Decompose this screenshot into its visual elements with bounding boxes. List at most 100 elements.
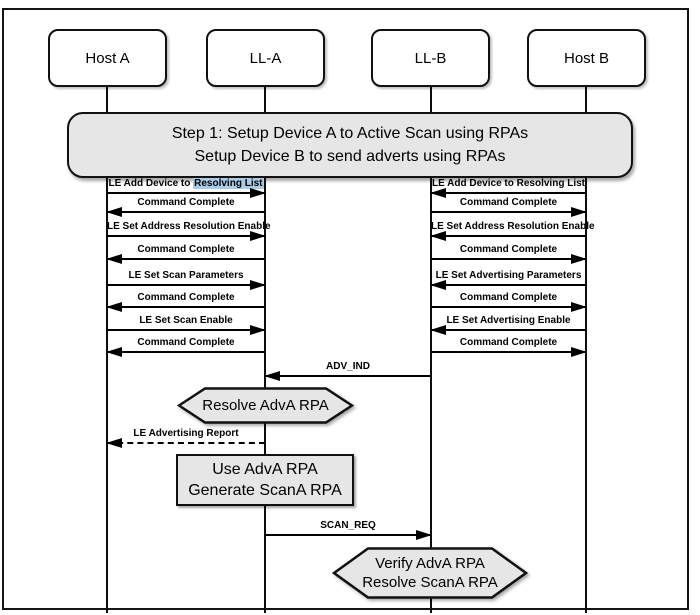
diagram-border-frame (2, 8, 689, 610)
hexagon-shape (332, 547, 528, 599)
arrow-line (107, 211, 265, 213)
arrowhead-right-icon (571, 302, 587, 312)
actor-host-b-label: Host B (563, 49, 609, 67)
arrowhead-right-icon (250, 188, 266, 198)
message-command-complete-a2: Command Complete (106, 243, 265, 264)
message-label-prefix: LE Add Device to (108, 178, 194, 189)
arrow-line (431, 329, 586, 331)
arrow-line (431, 192, 586, 194)
message-label: LE Set Address Resolution Enable (431, 221, 595, 232)
process-box-line2: Generate ScanA RPA (188, 482, 342, 499)
actor-ll-a: LL-A (206, 29, 325, 87)
lifeline-ll-b (430, 87, 432, 613)
arrow-line (431, 351, 586, 353)
arrow-line (107, 235, 265, 237)
message-set-scan-parameters: LE Set Scan Parameters (107, 269, 266, 290)
arrowhead-right-icon (571, 347, 587, 357)
process-hexagon-resolve-adva-rpa: Resolve AdvA RPA (177, 387, 354, 424)
hexagon-label: Resolve AdvA RPA (177, 387, 354, 424)
message-command-complete-a1: Command Complete (106, 196, 265, 217)
arrow-line (107, 258, 265, 260)
arrowhead-left-icon (106, 302, 122, 312)
arrow-line (107, 192, 265, 194)
hexagon-label: Verify AdvA RPA Resolve ScanA RPA (332, 547, 528, 599)
actor-ll-a-label: LL-A (249, 49, 282, 67)
arrowhead-left-icon (264, 371, 280, 381)
arrowhead-right-icon (250, 325, 266, 335)
arrowhead-left-icon (106, 207, 122, 217)
message-label: Command Complete (137, 292, 235, 303)
arrowhead-left-icon (430, 231, 446, 241)
message-set-address-resolution-enable-b: LE Set Address Resolution Enable (430, 220, 595, 241)
message-label-highlighted-text: Resolving List (193, 178, 264, 189)
process-hexagon-verify-scana-rpa: Verify AdvA RPA Resolve ScanA RPA (332, 547, 528, 599)
arrow-line (107, 329, 265, 331)
arrowhead-right-icon (571, 207, 587, 217)
message-set-scan-enable: LE Set Scan Enable (107, 314, 266, 335)
hexagon-label-line1: Resolve AdvA RPA (202, 397, 329, 414)
step-banner: Step 1: Setup Device A to Active Scan us… (67, 112, 633, 178)
actor-ll-b-label: LL-B (414, 49, 447, 67)
hexagon-label-line1: Verify AdvA RPA (375, 555, 485, 572)
message-command-complete-a4: Command Complete (106, 336, 265, 357)
message-set-advertising-parameters: LE Set Advertising Parameters (430, 269, 586, 290)
arrowhead-left-icon (430, 188, 446, 198)
message-command-complete-b1: Command Complete (431, 196, 587, 217)
message-advertising-report: LE Advertising Report (106, 427, 265, 448)
message-set-advertising-enable: LE Set Advertising Enable (430, 314, 586, 335)
arrow-line (107, 351, 265, 353)
hexagon-shape (177, 387, 354, 424)
arrowhead-right-icon (416, 530, 432, 540)
arrow-line (431, 306, 586, 308)
arrow-line (107, 284, 265, 286)
dashed-arrow-line (107, 442, 265, 444)
step-banner-line1: Step 1: Setup Device A to Active Scan us… (171, 125, 529, 142)
message-label: SCAN_REQ (320, 520, 376, 531)
process-box-line1: Use AdvA RPA (212, 461, 318, 478)
arrow-line (431, 211, 586, 213)
arrow-line (265, 375, 431, 377)
message-add-device-resolving-list-a: LE Add Device to Resolving List (107, 177, 266, 198)
message-label: LE Add Device to Resolving List (432, 178, 585, 189)
hexagon-label-line2: Resolve ScanA RPA (362, 574, 498, 591)
message-label: LE Set Advertising Enable (446, 315, 571, 326)
message-label: LE Set Advertising Parameters (435, 270, 582, 281)
message-add-device-resolving-list-b: LE Add Device to Resolving List (430, 177, 586, 198)
message-label: Command Complete (459, 292, 558, 303)
message-label: ADV_IND (326, 361, 370, 372)
arrowhead-left-icon (106, 254, 122, 264)
arrowhead-left-icon (430, 280, 446, 290)
message-label: LE Set Scan Enable (139, 315, 233, 326)
arrowhead-right-icon (250, 280, 266, 290)
message-label: Command Complete (137, 337, 235, 348)
message-label: Command Complete (137, 197, 235, 208)
arrow-line (107, 306, 265, 308)
process-box-use-adva-rpa: Use AdvA RPA Generate ScanA RPA (176, 454, 354, 506)
arrow-line (431, 258, 586, 260)
arrowhead-right-icon (571, 254, 587, 264)
actor-host-b: Host B (527, 29, 646, 87)
arrowhead-left-icon (106, 347, 122, 357)
message-label: Command Complete (459, 197, 558, 208)
message-label: LE Add Device to Resolving List (107, 177, 265, 191)
actor-host-a-label: Host A (85, 49, 130, 67)
message-label: Command Complete (459, 337, 558, 348)
arrowhead-right-icon (250, 231, 266, 241)
lifeline-ll-a (264, 87, 266, 613)
message-label: LE Set Address Resolution Enable (107, 221, 271, 232)
message-label: LE Advertising Report (133, 428, 239, 439)
message-command-complete-b4: Command Complete (431, 336, 587, 357)
message-label: LE Set Scan Parameters (128, 270, 244, 281)
message-scan-req: SCAN_REQ (265, 519, 432, 540)
arrow-line (431, 235, 586, 237)
step-banner-line2: Setup Device B to send adverts using RPA… (194, 148, 506, 165)
arrow-line (431, 284, 586, 286)
message-command-complete-b3: Command Complete (431, 291, 587, 312)
message-label: Command Complete (137, 244, 235, 255)
actor-host-a: Host A (48, 29, 167, 87)
actor-ll-b: LL-B (371, 29, 490, 87)
message-command-complete-a3: Command Complete (106, 291, 265, 312)
message-command-complete-b2: Command Complete (431, 243, 587, 264)
message-adv-ind: ADV_IND (264, 360, 431, 381)
